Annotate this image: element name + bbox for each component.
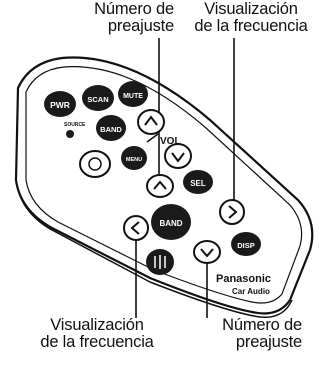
- right-button: [219, 199, 245, 225]
- disp-button: DISP: [231, 232, 261, 256]
- mute-button-label: MUTE: [123, 93, 143, 100]
- sel-button-label: SEL: [190, 179, 206, 188]
- pwr-button: PWR: [44, 91, 76, 117]
- source-label: SOURCE: [64, 122, 86, 128]
- brand-sublabel: Car Audio: [232, 287, 270, 296]
- callout-preset-number-top: Número de preajuste: [94, 0, 174, 35]
- mute-button: MUTE: [118, 81, 148, 107]
- sound-button: [146, 249, 174, 275]
- callout-lines: [135, 38, 235, 318]
- disp-button-label: DISP: [237, 241, 255, 250]
- sel-button: SEL: [183, 170, 213, 194]
- svg-text:MENU: MENU: [126, 157, 142, 163]
- vol-label: VOL: [160, 136, 181, 147]
- down-button: [193, 240, 221, 264]
- callout-frequency-display-top: Visualización de la frecuencia: [194, 0, 308, 35]
- source-dot: [66, 130, 74, 138]
- pwr-button-label: PWR: [50, 100, 70, 110]
- menu-button: MENU: [121, 146, 147, 170]
- vol-up-button: [137, 109, 165, 135]
- left-button: [123, 215, 149, 241]
- enter-band-button: BAND: [151, 204, 191, 240]
- vol-down-button: [164, 143, 192, 169]
- scan-button-label: SCAN: [87, 95, 108, 104]
- brand-logo: Panasonic: [216, 273, 271, 285]
- mode-button: [79, 150, 111, 178]
- band-button: BAND: [96, 115, 126, 141]
- callout-frequency-display-bottom: Visualización de la frecuencia: [40, 316, 154, 351]
- scan-button: SCAN: [82, 85, 114, 111]
- callout-preset-number-bottom: Número de preajuste: [222, 316, 302, 351]
- band-button-label: BAND: [100, 125, 122, 134]
- up-button: [146, 174, 174, 198]
- enter-band-label: BAND: [159, 219, 182, 228]
